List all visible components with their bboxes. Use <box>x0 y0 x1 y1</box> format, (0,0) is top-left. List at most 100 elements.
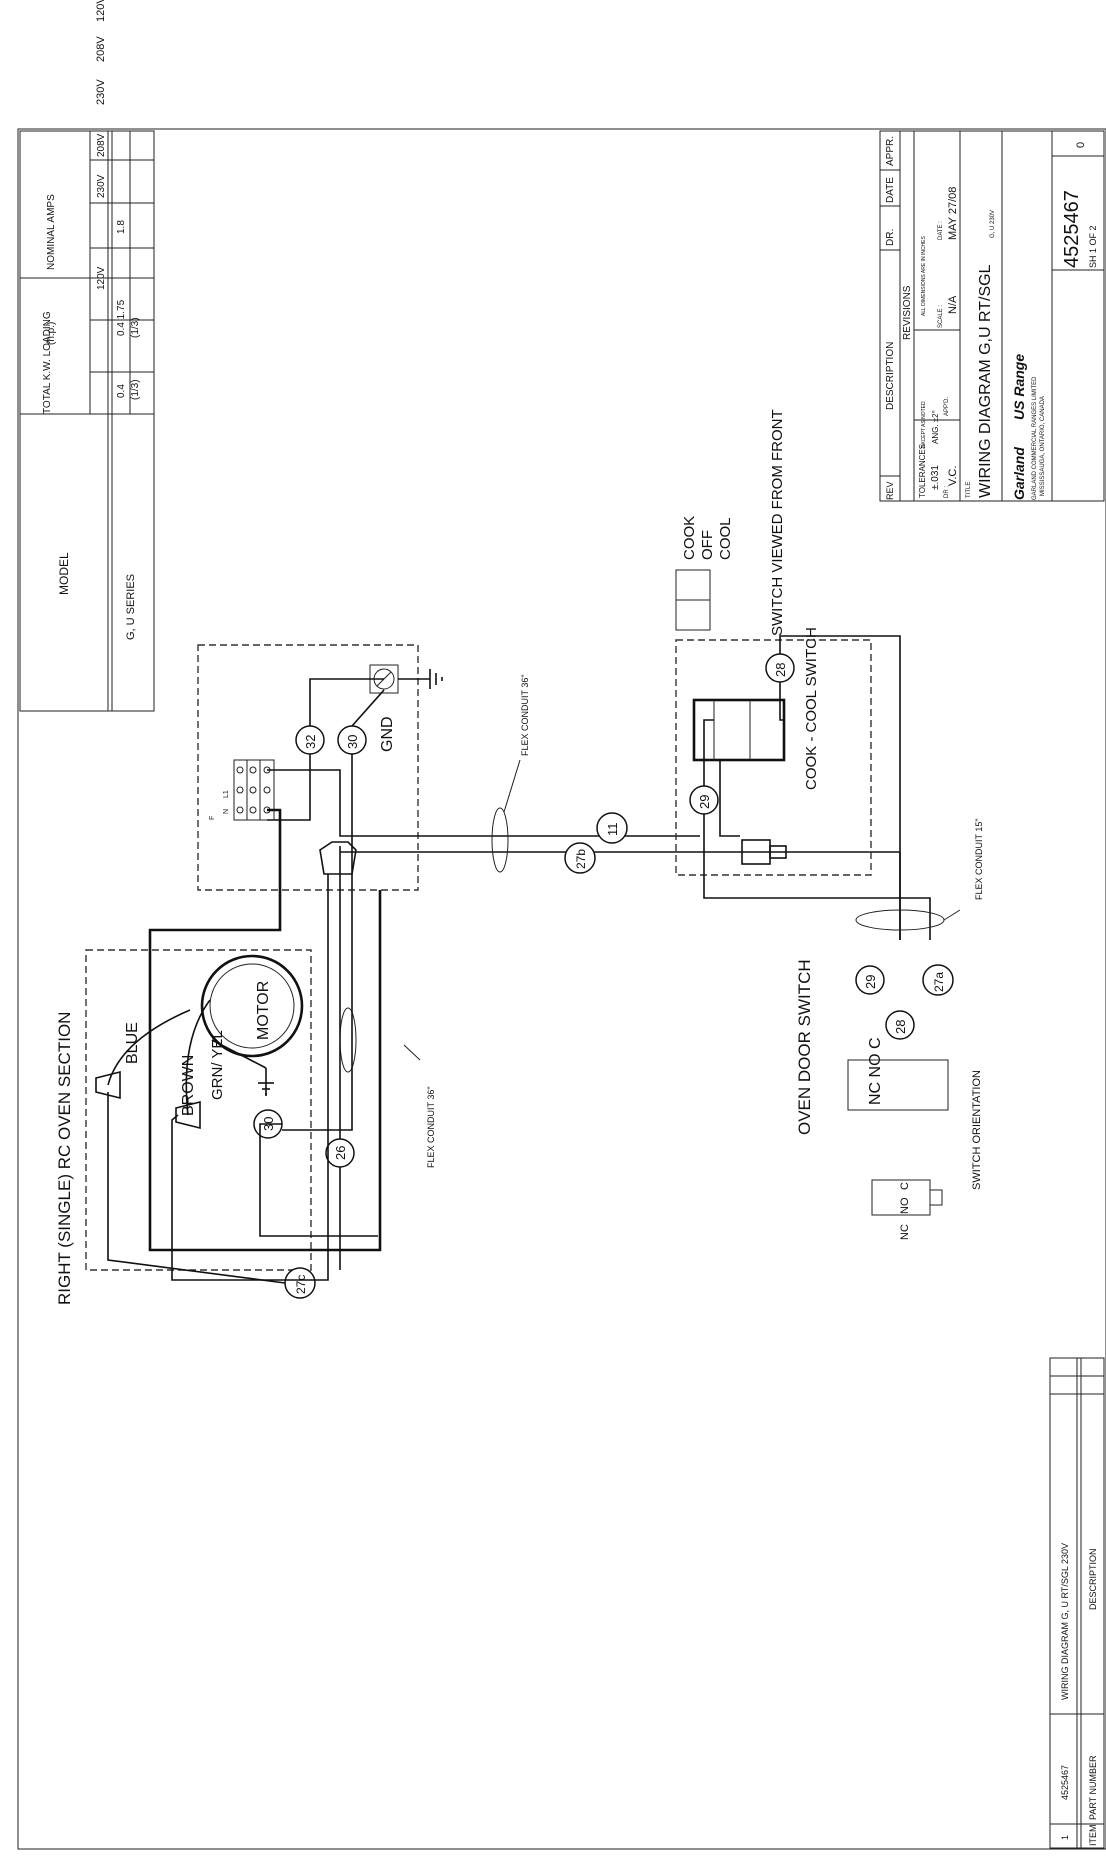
switch-position-cool: COOL <box>717 517 734 560</box>
wire-blue-run <box>107 1092 286 1284</box>
switch-position-off: OFF <box>699 530 716 560</box>
terminal-block <box>233 759 275 821</box>
wire-label-brown: BROWN <box>180 1055 197 1116</box>
spec-col-kw: TOTAL K.W. LOADING <box>42 311 53 414</box>
title-block-title-label: TITLE <box>966 482 972 498</box>
motor-outer <box>200 954 304 1058</box>
terminal-flex-conduit-label: FLEX CONDUIT 36" <box>520 674 530 756</box>
oven-bubble-27c-text: 27c <box>294 1275 308 1294</box>
title-block-date-header: DATE <box>885 177 896 203</box>
bubble-11 <box>596 812 628 844</box>
title-block-appd-label: APP'D. <box>944 397 950 416</box>
terminal-connector <box>319 841 357 875</box>
oven-section-box <box>85 949 312 1271</box>
parts-part-header: PART NUMBER <box>1088 1755 1098 1820</box>
orientation-terminal-nc: NC <box>899 1224 911 1240</box>
title-block-drawing-number: 4525467 <box>1061 190 1083 268</box>
title-block: REV DESCRIPTION DR. DATE APPR. REVISIONS… <box>879 130 1105 502</box>
motor-inner <box>209 963 295 1049</box>
switch-face-top <box>675 569 711 601</box>
voltage-header-208v: 208V <box>95 36 107 62</box>
door-bubble-28-text: 28 <box>893 1020 908 1034</box>
title-block-tolerance-value: ±.031 <box>930 465 941 490</box>
spec-row-kw: 0.4 <box>116 384 127 398</box>
door-bubble-28 <box>885 1010 915 1040</box>
title-block-sheet: SH 1 OF 2 <box>1088 225 1098 268</box>
terminal-label-n: N <box>223 809 230 814</box>
title-block-scale-label: SCALE : <box>938 305 944 328</box>
title-block-company: GARLAND COMMERCIAL RANGES LIMITED <box>1032 376 1038 500</box>
voltage-header-120v: 120V <box>95 0 107 22</box>
title-block-brand-us-range: US Range <box>1011 354 1027 420</box>
title-block-tolerances-sub: EXCEPT AS NOTED <box>921 401 927 448</box>
terminal-box: L1 N F GND 32 30 <box>197 644 443 891</box>
terminal-gnd-label: GND <box>379 716 396 752</box>
parts-item-value: 1 <box>1060 1835 1070 1840</box>
wire-32 <box>267 678 384 821</box>
spec-table: MODEL TOTAL K.W. LOADING (h.p.) NOMINAL … <box>19 130 155 712</box>
brown-wire <box>185 999 211 1116</box>
title-block-frame <box>879 130 1105 502</box>
motor-label: MOTOR <box>255 981 272 1040</box>
orientation-switch-plunger <box>929 1189 943 1206</box>
cook-bubble-28-text: 28 <box>773 663 788 677</box>
title-block-dims-note: ALL DIMENSIONS ARE IN INCHES <box>921 236 927 316</box>
door-bubble-29-text: 29 <box>863 975 878 989</box>
wire-label-blue: BLUE <box>124 1022 141 1064</box>
door-bubble-27a-text: 27a <box>932 972 946 992</box>
spec-amps-208v: 208V <box>96 133 107 157</box>
title-block-title: WIRING DIAGRAM G,U RT/SGL <box>977 264 994 498</box>
cook-flex-conduit-label: FLEX CONDUIT 15" <box>974 818 984 900</box>
wire-28 <box>779 635 901 940</box>
voltage-header-230v: 230V <box>95 79 107 105</box>
wiring: 11 27b FLEX CONDUIT 36" <box>107 674 900 1284</box>
switch-viewed-from-front-label: SWITCH VIEWED FROM FRONT <box>769 409 786 636</box>
cook-switch-box <box>675 639 872 876</box>
drawing-frame <box>17 128 1106 1850</box>
wire-30-run <box>282 890 353 1131</box>
inline-connector-tip <box>769 845 787 859</box>
parts-desc-header: DESCRIPTION <box>1088 1548 1098 1610</box>
oven-bubble-26-text: 26 <box>333 1146 348 1160</box>
cook-switch-label: COOK - COOL SWITCH <box>803 627 820 790</box>
wire-neutral <box>148 808 382 1252</box>
spec-row-amps-230: 1.8 <box>116 220 127 234</box>
door-bubble-27a <box>922 964 954 996</box>
cook-cool-switch: COOK - COOL SWITCH 29 28 COOK OFF COOL S… <box>675 409 984 940</box>
door-switch-body <box>847 1059 949 1111</box>
blue-wire <box>107 1009 191 1086</box>
terminal-label-l1: L1 <box>223 790 230 798</box>
parts-item-header: ITEM <box>1088 1825 1098 1847</box>
switch-face-bottom <box>675 599 711 631</box>
bubble-27b <box>564 842 596 874</box>
parts-part-value: 4525467 <box>1060 1765 1070 1800</box>
parts-desc-value: WIRING DIAGRAM G, U RT/SGL 230V <box>1060 1543 1070 1700</box>
spec-row-model: G, U SERIES <box>125 574 137 640</box>
title-block-brand-garland: Garland <box>1011 447 1027 500</box>
wire-27c <box>171 874 329 1281</box>
cook-switch-body <box>692 698 786 762</box>
spec-col-model: MODEL <box>57 552 71 595</box>
voltage-header: 230V 208V 120V <box>95 0 107 105</box>
terminal-bubble-30-text: 30 <box>345 735 360 749</box>
terminal-bubble-32-text: 32 <box>303 735 318 749</box>
oven-flex-conduit-label: FLEX CONDUIT 36" <box>426 1086 436 1168</box>
orientation-terminal-no: NO <box>899 1197 911 1214</box>
title-block-appr-header: APPR. <box>885 136 896 166</box>
title-block-city: MISSISSAUGA, ONTARIO, CANADA <box>1040 396 1046 496</box>
title-block-dr-value: V.C. <box>947 466 959 486</box>
title-block-angle: ANG. ±2° <box>931 410 940 444</box>
grn-yel-wire <box>211 1039 267 1069</box>
title-block-description-header: DESCRIPTION <box>885 342 896 410</box>
title-block-revisions-label: REVISIONS <box>902 285 913 340</box>
title-block-rev-header: REV <box>885 481 895 500</box>
title-block-title-sub: G, U 230V <box>990 210 996 238</box>
spec-col-amps: NOMINAL AMPS <box>46 194 57 270</box>
wire-29 <box>703 814 931 940</box>
wire-30-terminal <box>351 689 385 890</box>
parts-list: 1 4525467 WIRING DIAGRAM G, U RT/SGL 230… <box>1049 1357 1105 1849</box>
wire-30-return <box>259 1123 378 1237</box>
door-switch-terminals: NC NO C <box>867 1037 884 1105</box>
title-block-dr-header: DR. <box>885 229 896 246</box>
